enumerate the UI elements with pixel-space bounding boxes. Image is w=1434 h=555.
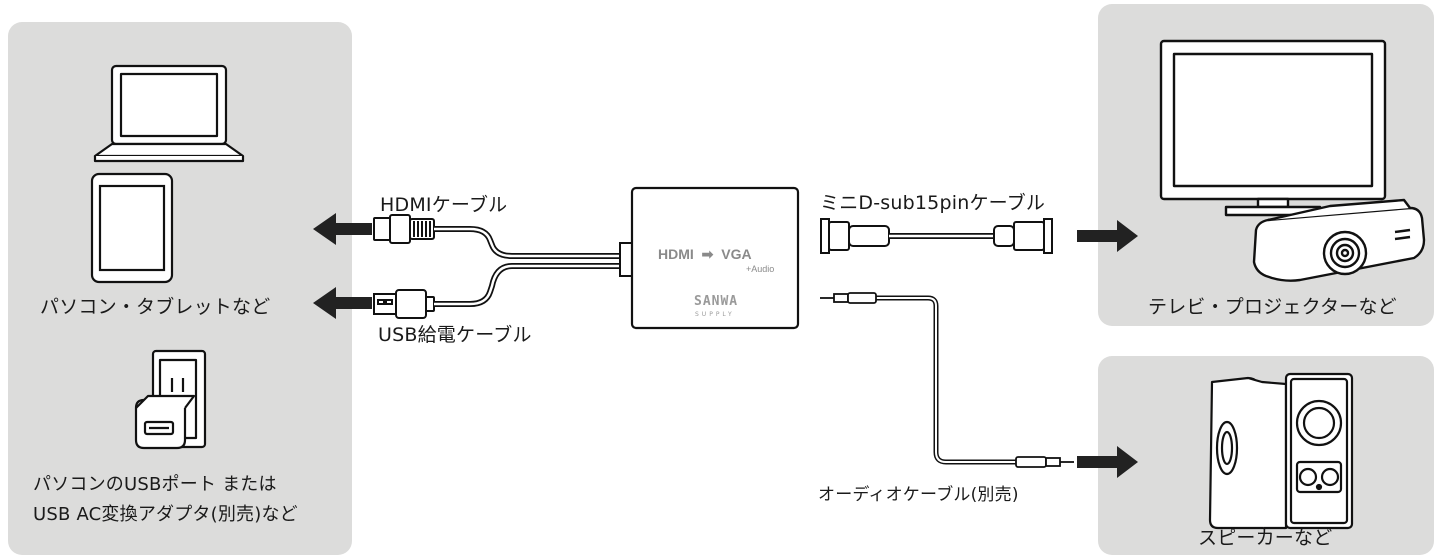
arrow-left-hdmi [313,213,372,245]
usb-power-cable [434,263,622,307]
converter-title-left: HDMI [658,246,694,262]
power-source-label: パソコンのUSBポート または USB AC変換アダプタ(別売)など [33,474,298,525]
laptop-icon [93,64,245,163]
usb-connector-icon [373,289,435,319]
arrow-right-speakers [1077,446,1138,478]
display-devices-label: テレビ・プロジェクターなど [1148,296,1397,318]
speaker-devices-label: スピーカーなど [1198,527,1333,549]
audio-cable [876,295,1016,465]
hdmi-cable [434,226,622,259]
speakers-icon [1208,372,1354,530]
audio-plug-icon [820,292,877,304]
usb-ac-adapter-icon [134,349,207,450]
vga-cable-label: ミニD-sub15pinケーブル [820,192,1046,214]
brand-sub: SUPPLY [695,311,735,318]
projector-icon [1252,198,1426,282]
vga-cable [820,218,1053,254]
hdmi-connector-icon [373,214,435,244]
converter-arrow-icon: ➡ [701,246,714,262]
converter-subtitle: +Audio [746,264,775,274]
tv-icon [1159,39,1387,217]
tablet-icon [90,172,174,284]
converter-title: HDMI ➡ VGA [658,246,752,263]
audio-plug-icon-2 [1015,456,1074,468]
arrow-left-usb [313,287,372,319]
audio-cable-label: オーディオケーブル(別売) [818,485,1019,505]
brand-logo: SANWA [694,294,739,309]
converter-box [619,186,800,330]
usb-cable-label: USB給電ケーブル [378,324,532,346]
hdmi-cable-label: HDMIケーブル [380,194,508,216]
arrow-right-display [1077,220,1138,252]
converter-title-right: VGA [721,246,752,262]
device-label: パソコン・タブレットなど [40,296,271,318]
